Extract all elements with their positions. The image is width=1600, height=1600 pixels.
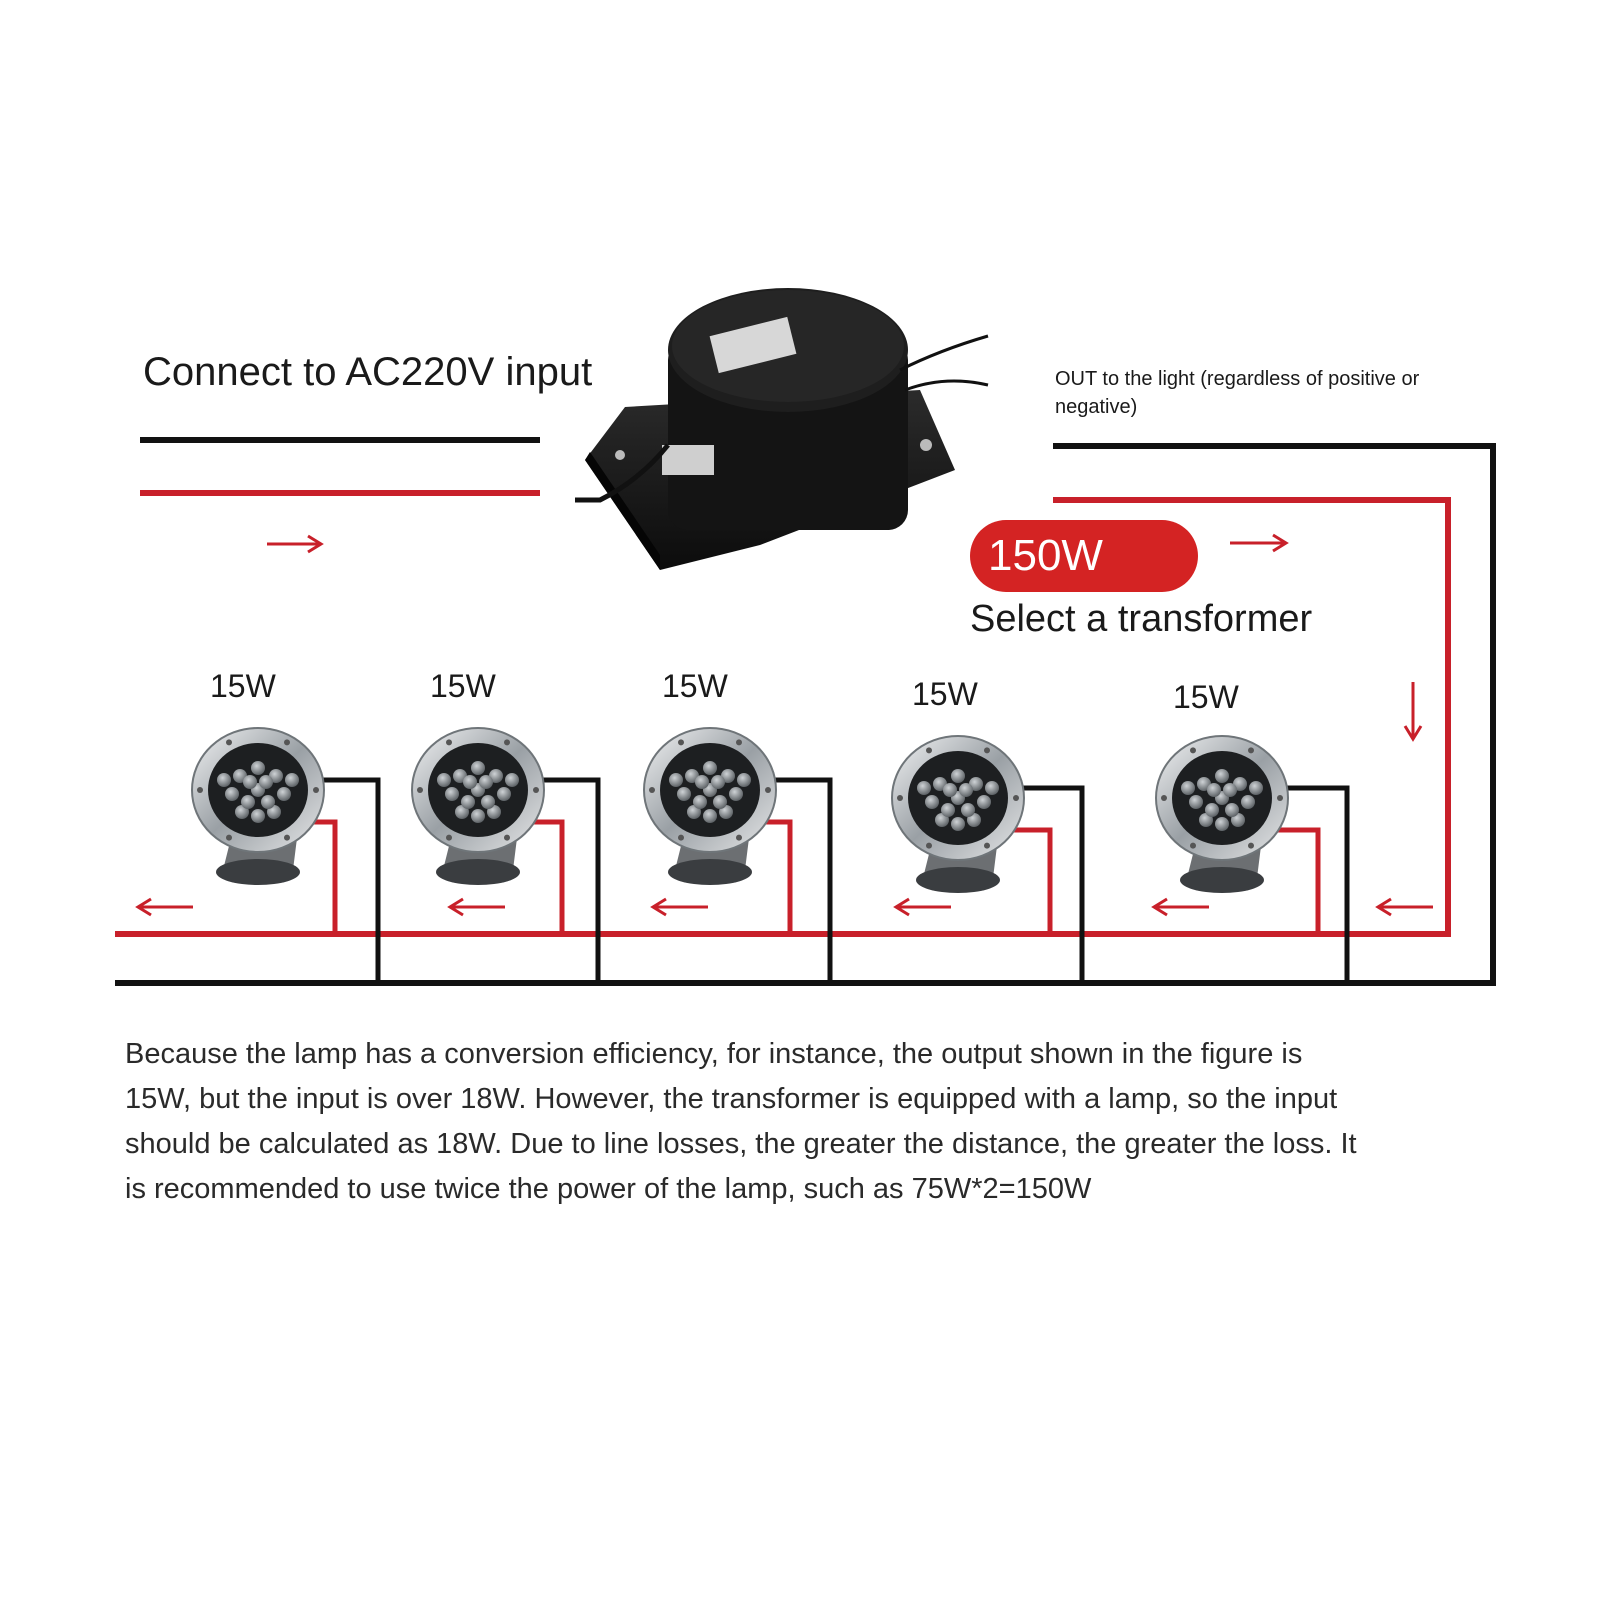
lamp-black-lead [772,777,833,983]
output-red-wire [115,497,1451,937]
arrow-left-icon [1151,897,1209,917]
lamp-3-wattage: 15W [662,668,728,704]
arrow-down-icon [1403,682,1423,742]
underwater-spotlight-icon [1155,735,1350,983]
note-line-4: is recommended to use twice the power of… [125,1173,1092,1205]
transformer-icon [575,288,989,570]
lamp-red-lead [1008,827,1053,934]
arrow-left-icon [893,897,951,917]
arrow-left-icon [135,897,193,917]
lamp-2-wattage: 15W [430,668,496,704]
output-black-wire [115,443,1496,986]
arrow-left-icon [1375,897,1433,917]
arrow-left-icon [447,897,505,917]
lamp-red-lead [308,819,338,934]
note-line-3: should be calculated as 18W. Due to line… [125,1128,1357,1160]
note-line-1: Because the lamp has a conversion effici… [125,1038,1303,1070]
note-line-2: 15W, but the input is over 18W. However,… [125,1083,1338,1115]
select-transformer-label: Select a transformer [970,598,1313,640]
arrow-right-icon [267,534,324,554]
input-title: Connect to AC220V input [143,350,593,394]
underwater-spotlight-icon [643,727,833,983]
underwater-spotlight-icon [891,735,1085,983]
lamp-black-lead [540,777,601,983]
lamp-4-wattage: 15W [912,676,978,712]
lamp-red-lead [528,819,565,934]
output-note-line-1: OUT to the light (regardless of positive… [1055,368,1420,390]
arrow-left-icon [650,897,708,917]
transformer-wattage-badge: 150W [970,520,1198,592]
underwater-spotlight-icon [191,727,381,983]
lamp-1-wattage: 15W [210,668,276,704]
explanation-note: Because the lamp has a conversion effici… [125,1032,1505,1212]
lamp-black-lead [1020,785,1085,983]
lamp-red-lead [760,819,793,934]
lamp-black-lead [320,777,381,983]
output-note-line-2: negative) [1055,396,1138,418]
lamp-5-wattage: 15W [1173,679,1239,715]
lamp-black-lead [1284,785,1350,983]
arrow-right-icon [1230,533,1289,553]
output-note: OUT to the light (regardless of positive… [1055,365,1455,421]
lamps-layer [191,727,1350,983]
underwater-spotlight-icon [411,727,601,983]
lamp-red-lead [1272,827,1321,934]
